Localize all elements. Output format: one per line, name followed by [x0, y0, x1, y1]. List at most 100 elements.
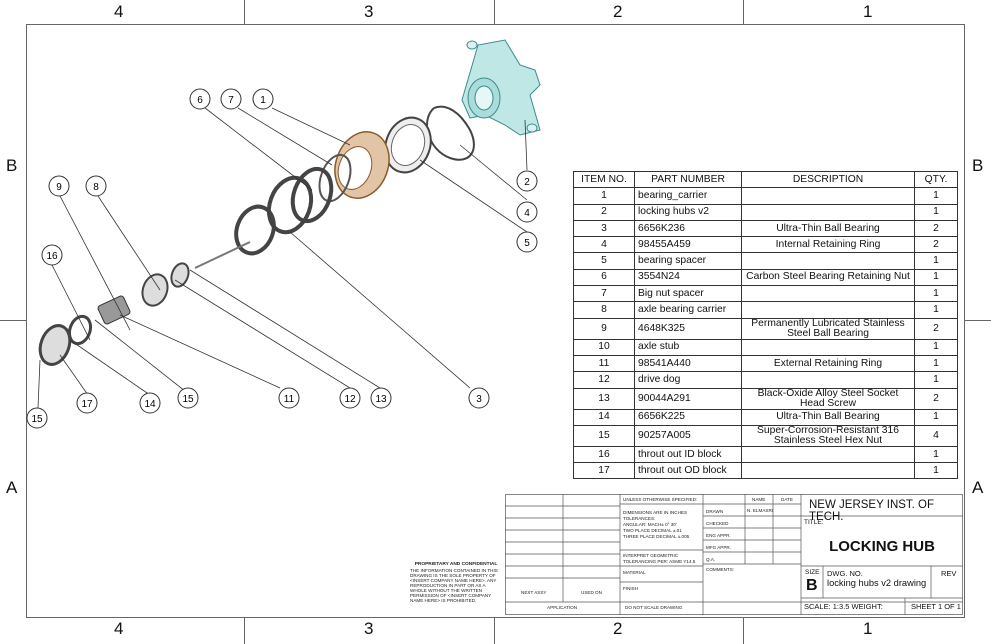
locking-hub-part	[461, 39, 541, 136]
comments-label: COMMENTS:	[706, 567, 735, 572]
proprietary-notice: PROPRIETARY AND CONFIDENTIAL THE INFORMA…	[410, 562, 502, 603]
two-place-tolerance: TWO PLACE DECIMAL ±.01	[623, 528, 682, 533]
bom-description: Super-Corrosion-Resistant 316 Stainless …	[741, 424, 915, 447]
balloon-label-5: 5	[524, 238, 530, 249]
size-label: SIZE	[805, 569, 820, 576]
hex-nut-part	[97, 295, 131, 325]
bom-description: Internal Retaining Ring	[741, 236, 915, 254]
bom-qty: 1	[914, 371, 958, 389]
zone-col-3-top: 3	[364, 2, 374, 21]
bom-description	[741, 301, 915, 319]
size-value: B	[806, 577, 818, 594]
checked-label: CHECKED	[706, 521, 729, 526]
zone-divider	[743, 617, 744, 644]
name-header: NAME	[752, 497, 766, 502]
bom-description	[741, 187, 915, 205]
balloon-16	[41, 244, 63, 266]
retaining-ring-part	[426, 105, 475, 161]
bom-part-number: throut out OD block	[634, 462, 742, 480]
title-block-grid	[505, 494, 963, 615]
zone-col-1-top: 1	[863, 2, 873, 21]
zone-col-4-bottom: 4	[114, 619, 124, 638]
bom-item-no: 2	[573, 203, 635, 221]
drawing-title: LOCKING HUB	[829, 538, 935, 555]
qa-label: Q.A.	[706, 557, 716, 562]
bom-description	[741, 338, 915, 356]
bom-part-number: 6656K236	[634, 219, 742, 238]
leader-lines	[37, 107, 528, 409]
bom-item-no: 16	[573, 445, 635, 464]
bom-qty: 1	[914, 252, 958, 270]
throw-out-block-part	[38, 324, 72, 366]
bom-description	[741, 203, 915, 221]
balloon-label-6: 6	[197, 95, 203, 106]
bom-item-no: 9	[573, 317, 635, 340]
bom-part-number: 4648K325	[634, 317, 742, 340]
eng-appr-label: ENG APPR.	[706, 533, 731, 538]
bom-header-qty: QTY.	[914, 170, 958, 189]
bom-header-item: ITEM NO.	[573, 170, 635, 189]
balloon-label-17: 17	[81, 399, 93, 410]
proprietary-text: THE INFORMATION CONTAINED IN THIS DRAWIN…	[410, 568, 498, 603]
bom-part-number: 3554N24	[634, 268, 742, 287]
material-label: MATERIAL	[623, 570, 646, 575]
company-name: NEW JERSEY INST. OF TECH.	[809, 499, 935, 523]
mfg-appr-label: MFG APPR.	[706, 545, 732, 550]
zone-divider	[244, 617, 245, 644]
balloon-17	[76, 392, 98, 414]
zone-row-a-right: A	[972, 478, 984, 497]
next-assy-label: NEXT ASSY	[521, 590, 547, 595]
balloon-12	[339, 387, 361, 409]
axle-stub-part	[194, 241, 251, 269]
zone-divider	[743, 0, 744, 24]
bom-part-number: 6656K225	[634, 408, 742, 426]
balloon-6	[189, 88, 211, 110]
balloon-label-8: 8	[93, 182, 99, 193]
application-label: APPLICATION	[547, 605, 578, 610]
balloon-2	[516, 170, 538, 192]
bom-item-no: 5	[573, 252, 635, 270]
bom-item-no: 17	[573, 462, 635, 480]
bom-item-no: 6	[573, 268, 635, 287]
do-not-scale: DO NOT SCALE DRAWING	[625, 605, 683, 610]
balloon-label-11: 11	[284, 394, 295, 405]
bom-item-no: 10	[573, 338, 635, 356]
bom-qty: 1	[914, 462, 958, 480]
balloon-label-14: 14	[144, 399, 156, 410]
bom-part-number: bearing_carrier	[634, 187, 742, 205]
dwg-no-label: DWG. NO.	[827, 569, 863, 578]
balloon-15b	[26, 407, 48, 429]
bom-description	[741, 445, 915, 464]
bom-qty: 1	[914, 187, 958, 205]
ball-bearing-part	[266, 175, 314, 235]
balloon-label-12: 12	[344, 394, 356, 405]
bom-header-row: ITEM NO. PART NUMBER DESCRIPTION QTY.	[573, 170, 958, 189]
proprietary-title: PROPRIETARY AND CONFIDENTIAL	[414, 562, 498, 567]
scale-weight: SCALE: 1:3.5 WEIGHT:	[804, 602, 883, 611]
balloon-label-15: 15	[182, 394, 194, 405]
zone-col-3-bottom: 3	[364, 619, 374, 638]
bom-qty: 1	[914, 268, 958, 287]
zone-divider	[0, 320, 26, 321]
balloon-label-1: 1	[260, 95, 266, 106]
bom-description: Black-Oxide Alloy Steel Socket Head Scre…	[741, 387, 915, 410]
drawn-name: N. ELMASRI	[747, 508, 774, 513]
zone-divider	[494, 0, 495, 24]
bom-qty: 1	[914, 338, 958, 356]
bom-part-number: bearing spacer	[634, 252, 742, 270]
balloon-11	[278, 387, 300, 409]
drawn-label: DRAWN	[706, 509, 724, 514]
zone-col-1-bottom: 1	[863, 619, 873, 638]
bom-description: Carbon Steel Bearing Retaining Nut	[741, 268, 915, 287]
bom-item-no: 1	[573, 187, 635, 205]
